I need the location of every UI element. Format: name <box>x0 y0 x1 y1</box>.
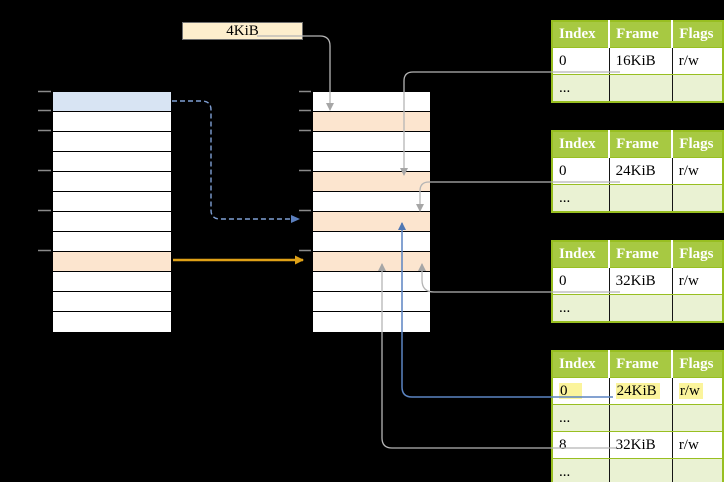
table-row-highlighted: 0 24KiB r/w <box>552 377 724 405</box>
cell-frame: 32KiB <box>609 267 673 295</box>
virtual-memory-column <box>52 91 172 333</box>
memory-row-white <box>313 272 430 292</box>
cell-frame <box>609 184 673 212</box>
page-table-3: Index Frame Flags 0 32KiB r/w ... <box>551 240 724 323</box>
page-table-1: Index Frame Flags 0 16KiB r/w ... <box>551 20 724 103</box>
cell-index: 0 <box>552 47 610 75</box>
cell-frame: 32KiB <box>609 431 673 459</box>
memory-row-white <box>313 292 430 312</box>
cell-flags: r/w <box>672 47 724 75</box>
memory-row-white <box>313 132 430 152</box>
header-frame: Frame <box>609 131 674 158</box>
memory-row-white <box>53 112 171 132</box>
cell-index: 0 <box>552 157 610 185</box>
table-header-row: Index Frame Flags <box>552 241 723 268</box>
table-row: 0 24KiB r/w <box>552 157 724 185</box>
header-flags: Flags <box>672 241 723 268</box>
table-header-row: Index Frame Flags <box>552 21 723 48</box>
table-header-row: Index Frame Flags <box>552 131 723 158</box>
header-flags: Flags <box>672 131 723 158</box>
cell-frame: 16KiB <box>609 47 673 75</box>
cell-flags <box>672 458 724 482</box>
cell-flags: r/w <box>672 377 724 405</box>
cell-frame: 24KiB <box>609 157 673 185</box>
memory-row-white <box>313 192 430 212</box>
highlight: 24KiB <box>615 382 660 399</box>
cell-index: ... <box>552 404 610 432</box>
memory-row-white <box>53 212 171 232</box>
memory-row-white <box>313 152 430 172</box>
memory-row-orange <box>313 112 430 132</box>
header-index: Index <box>552 241 611 268</box>
cell-index: 0 <box>552 377 610 405</box>
table-row-ellipsis: ... <box>552 404 724 432</box>
cell-index: 8 <box>552 431 610 459</box>
memory-row-white <box>313 232 430 252</box>
memory-row-white <box>53 232 171 252</box>
header-frame: Frame <box>609 351 674 378</box>
memory-row-orange <box>313 172 430 192</box>
cell-flags <box>672 294 724 322</box>
cell-flags <box>672 404 724 432</box>
cell-frame <box>609 404 673 432</box>
cell-index: 0 <box>552 267 610 295</box>
memory-row-white <box>53 172 171 192</box>
arrow-virtual-page-to-frame-dashed <box>172 100 300 223</box>
cell-flags <box>672 74 724 102</box>
cell-index: ... <box>552 74 610 102</box>
header-flags: Flags <box>672 351 723 378</box>
memory-row-blue <box>53 92 171 112</box>
cell-frame <box>609 458 673 482</box>
table-row-ellipsis: ... <box>552 458 724 482</box>
memory-row-white <box>53 312 171 332</box>
memory-row-white <box>53 132 171 152</box>
cell-index: ... <box>552 184 610 212</box>
cell-flags: r/w <box>672 157 724 185</box>
memory-row-white <box>313 92 430 112</box>
physical-memory-column <box>312 91 431 333</box>
cell-frame: 24KiB <box>609 377 673 405</box>
header-frame: Frame <box>609 241 674 268</box>
memory-row-white <box>53 272 171 292</box>
highlight: r/w <box>678 382 703 399</box>
header-frame: Frame <box>609 21 674 48</box>
page-table-4: Index Frame Flags 0 24KiB r/w ... 8 32Ki… <box>551 350 724 482</box>
header-flags: Flags <box>672 21 723 48</box>
table-row: 0 16KiB r/w <box>552 47 724 75</box>
cell-flags: r/w <box>672 267 724 295</box>
memory-row-white <box>313 312 430 332</box>
memory-row-white <box>53 152 171 172</box>
memory-row-white <box>53 292 171 312</box>
cell-flags <box>672 184 724 212</box>
table-row: 8 32KiB r/w <box>552 431 724 459</box>
page-table-2: Index Frame Flags 0 24KiB r/w ... <box>551 130 724 213</box>
cell-index: ... <box>552 294 610 322</box>
table-row-ellipsis: ... <box>552 74 724 102</box>
cell-index: ... <box>552 458 610 482</box>
header-index: Index <box>552 351 611 378</box>
cell-frame <box>609 74 673 102</box>
memory-row-white <box>53 192 171 212</box>
cell-frame <box>609 294 673 322</box>
table-header-row: Index Frame Flags <box>552 351 723 378</box>
highlight: 0 <box>559 382 582 399</box>
table-row: 0 32KiB r/w <box>552 267 724 295</box>
memory-row-orange <box>53 252 171 272</box>
memory-row-orange <box>313 252 430 272</box>
table-row-ellipsis: ... <box>552 184 724 212</box>
table-row-ellipsis: ... <box>552 294 724 322</box>
header-index: Index <box>552 21 611 48</box>
header-index: Index <box>552 131 611 158</box>
cell-flags: r/w <box>672 431 724 459</box>
memory-row-orange <box>313 212 430 232</box>
frame-size-label: 4KiB <box>182 22 303 40</box>
